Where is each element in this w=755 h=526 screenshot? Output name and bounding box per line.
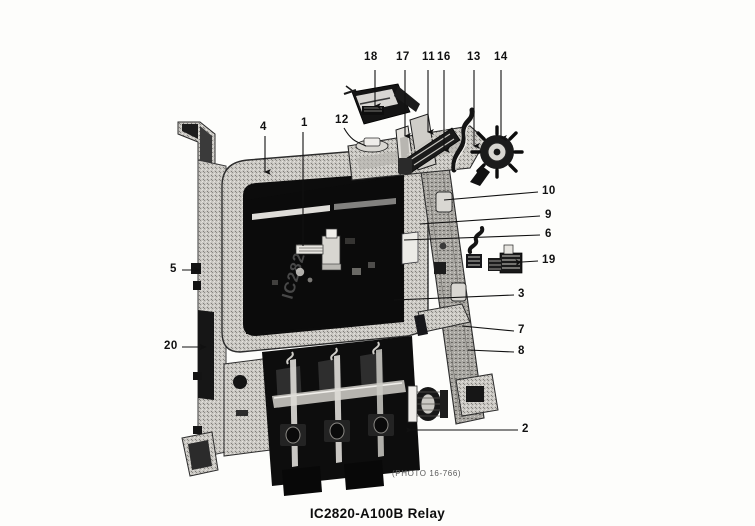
- callout-label-14: 14: [494, 51, 508, 63]
- photo-credit: (PHOTO 16-766): [392, 469, 462, 478]
- contact-stack: [262, 336, 420, 496]
- callout-label-8: 8: [518, 345, 525, 357]
- callout-label-5: 5: [170, 263, 177, 275]
- callout-label-10: 10: [542, 185, 556, 197]
- bracket-foot-lower-left: [181, 431, 219, 477]
- callout-label-12: 12: [335, 114, 349, 126]
- coil-core-screw: [295, 228, 342, 271]
- callout-label-17: 17: [396, 51, 410, 63]
- leader-8: [467, 349, 515, 353]
- leader-12: [343, 127, 367, 147]
- bracket-lug-mid: [193, 281, 201, 290]
- leader-10: [443, 191, 539, 201]
- bracket-lug-bottom: [193, 426, 202, 434]
- base-plate-hole: [233, 375, 247, 389]
- bracket-flange-lower-right: [455, 373, 499, 417]
- callout-label-4: 4: [260, 121, 267, 133]
- leader-9: [419, 215, 541, 225]
- relay-photograph: IC2820: [177, 83, 524, 496]
- terminal-block-component-19: [499, 244, 523, 274]
- callout-label-11: 11: [422, 51, 436, 63]
- callout-label-3: 3: [518, 288, 525, 300]
- return-spring-component-13: [451, 107, 475, 173]
- toothed-wheel-component-14: [470, 125, 524, 186]
- bracket-lug-lower: [193, 372, 202, 380]
- callout-label-18: 18: [364, 51, 378, 63]
- leader-19: [515, 259, 539, 266]
- leader-6: [403, 234, 541, 241]
- coil-assembly: IC2820: [246, 176, 419, 334]
- figure-caption: IC2820-A100B Relay: [309, 506, 446, 521]
- bracket-lug-upper: [191, 263, 201, 274]
- callout-label-6: 6: [545, 228, 552, 240]
- hardware-group-right: [434, 226, 485, 274]
- callout-label-13: 13: [467, 51, 481, 63]
- callout-label-1: 1: [301, 117, 308, 129]
- callout-label-16: 16: [437, 51, 451, 63]
- callout-label-19: 19: [542, 254, 556, 266]
- knob-component-12: [355, 137, 389, 153]
- rail-boss-lower: [450, 282, 467, 302]
- adjuster-wheel-component-2: [407, 385, 448, 423]
- rail-boss-upper: [435, 191, 453, 213]
- small-hardware-row: [488, 258, 502, 271]
- support-shelf: [414, 303, 471, 336]
- leader-3: [393, 294, 515, 301]
- callout-label-2: 2: [522, 423, 529, 435]
- callout-label-20: 20: [164, 340, 178, 352]
- callout-label-7: 7: [518, 324, 525, 336]
- callout-leaders: [182, 70, 541, 433]
- threaded-rod-component-16: [398, 127, 461, 174]
- leader-7: [461, 325, 515, 332]
- callout-label-9: 9: [545, 209, 552, 221]
- solenoid-component-18: [343, 83, 420, 125]
